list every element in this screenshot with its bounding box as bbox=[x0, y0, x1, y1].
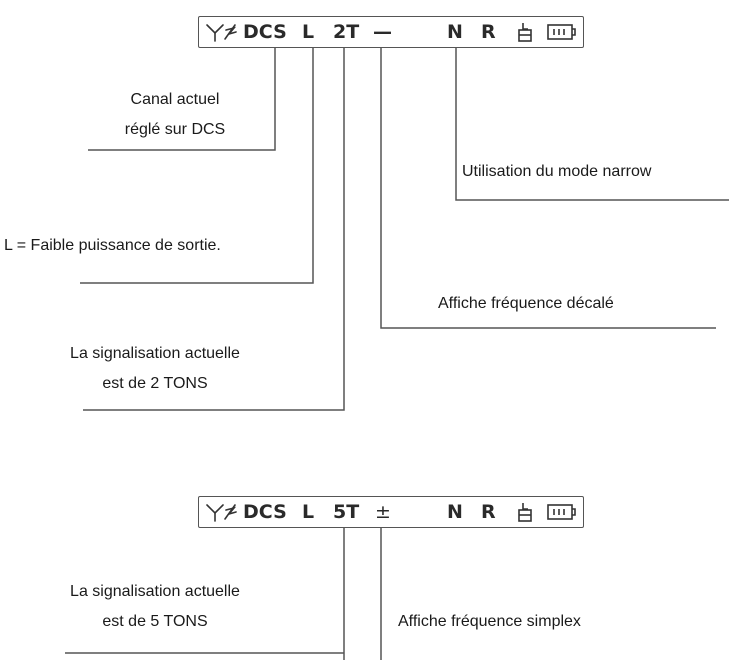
keypad-lock-icon bbox=[517, 501, 533, 523]
dcs-indicator: DCS bbox=[243, 501, 287, 523]
leader-line-power bbox=[80, 48, 314, 284]
battery-icon bbox=[547, 501, 577, 523]
callout-simplex: Affiche fréquence simplex bbox=[398, 613, 581, 630]
signaling-indicator: 2T bbox=[333, 21, 360, 43]
leader-line-signaling bbox=[83, 48, 345, 411]
battery-icon bbox=[547, 21, 577, 43]
signaling-indicator: 5T bbox=[333, 501, 360, 523]
callout-power: L = Faible puissance de sortie. bbox=[4, 237, 221, 254]
lcd-display-bottom: DCS L 5T ± N R bbox=[198, 496, 584, 528]
dcs-indicator: DCS bbox=[243, 21, 287, 43]
callout-offset: Affiche fréquence décalé bbox=[438, 295, 614, 312]
callout-narrow: Utilisation du mode narrow bbox=[462, 163, 652, 180]
offset-indicator: — bbox=[373, 21, 392, 43]
callout-signaling-line2: est de 2 TONS bbox=[102, 375, 208, 392]
leader-line-offset bbox=[380, 48, 716, 329]
antenna-signal-icon bbox=[205, 501, 239, 523]
lcd-display-top: DCS L 2T — N R bbox=[198, 16, 584, 48]
reverse-indicator: R bbox=[481, 501, 496, 523]
callout-signaling-line1: La signalisation actuelle bbox=[70, 345, 240, 362]
power-indicator: L bbox=[302, 501, 315, 523]
leader-line-dcs bbox=[88, 48, 276, 151]
keypad-lock-icon bbox=[517, 21, 533, 43]
narrow-indicator: N bbox=[447, 501, 463, 523]
callout-dcs-line2: réglé sur DCS bbox=[124, 121, 226, 138]
power-indicator: L bbox=[302, 21, 315, 43]
callout-dcs-line1: Canal actuel bbox=[130, 91, 220, 108]
reverse-indicator: R bbox=[481, 21, 496, 43]
callout-signaling-bottom-line1: La signalisation actuelle bbox=[70, 583, 240, 600]
leader-line-narrow bbox=[455, 48, 729, 201]
offset-indicator: ± bbox=[375, 501, 391, 523]
callout-signaling-bottom-line2: est de 5 TONS bbox=[102, 613, 208, 630]
antenna-signal-icon bbox=[205, 21, 239, 43]
narrow-indicator: N bbox=[447, 21, 463, 43]
